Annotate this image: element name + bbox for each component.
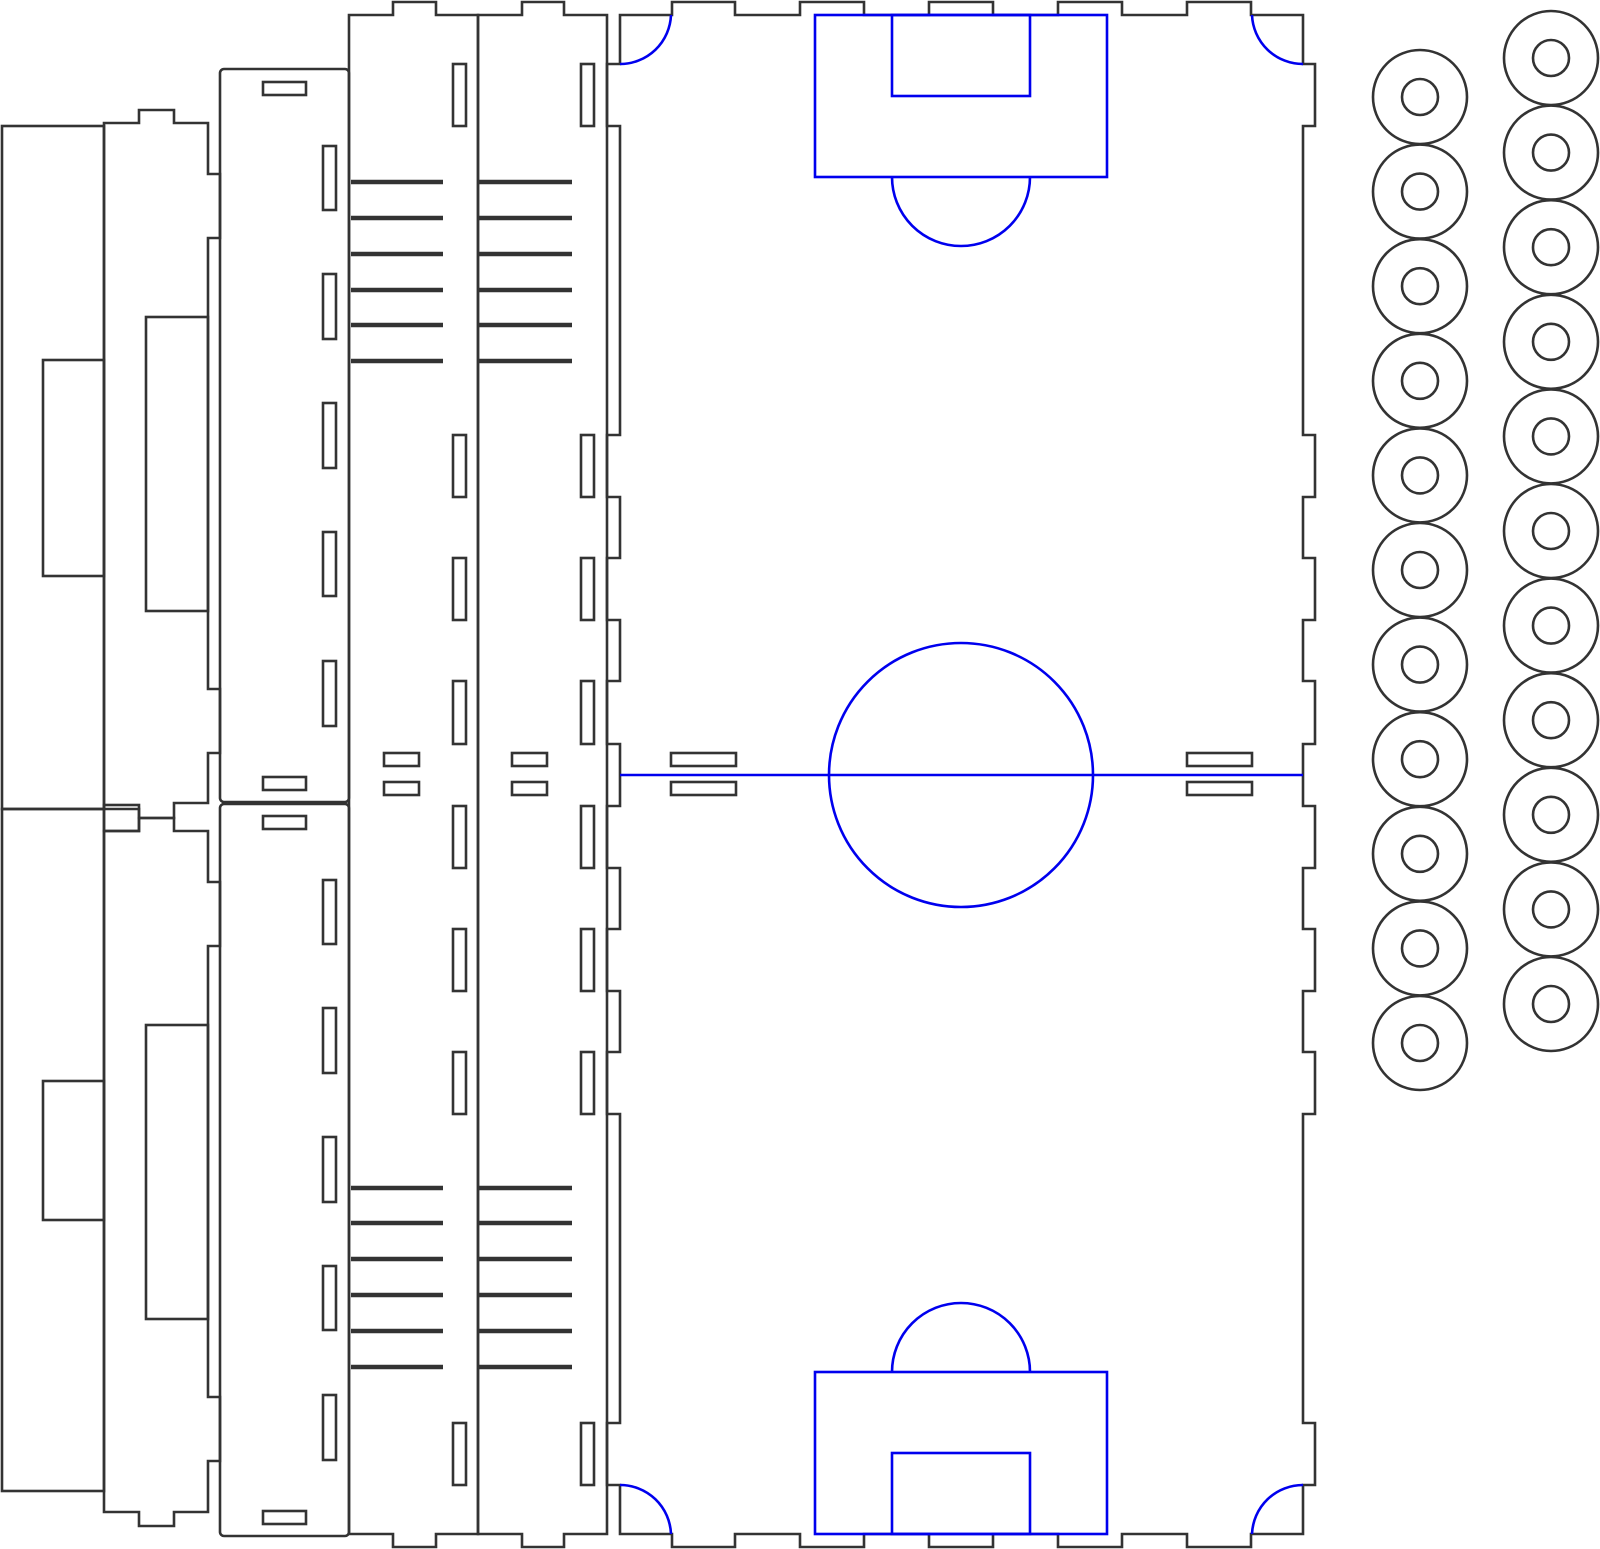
slotted-panel-lower	[218, 802, 351, 1538]
player-disc	[1371, 332, 1469, 430]
penalty-arc-bottom	[890, 1301, 1032, 1373]
field-slot	[1185, 751, 1254, 768]
side-wall-upper	[0, 124, 106, 811]
disc-outline	[1502, 104, 1600, 201]
player-disc	[1371, 237, 1469, 335]
disc-hole	[1400, 645, 1440, 684]
disc-outline	[1502, 861, 1600, 958]
disc-outline	[1371, 521, 1469, 619]
player-discs	[1371, 9, 1600, 1092]
player-disc	[1371, 427, 1469, 524]
disc-hole	[1531, 38, 1571, 78]
player-disc	[1502, 482, 1600, 580]
disc-outline	[1502, 9, 1600, 107]
disc-hole	[1400, 834, 1440, 874]
disc-outline	[1371, 994, 1469, 1092]
disc-outline	[1502, 293, 1600, 391]
disc-hole	[1531, 606, 1571, 645]
disc-hole	[1531, 133, 1571, 172]
disc-outline	[1371, 427, 1469, 524]
end-wall-joiner	[102, 803, 141, 833]
disc-outline	[1371, 237, 1469, 335]
penalty-arc-top	[890, 176, 1032, 248]
corner-arc	[619, 1483, 673, 1535]
disc-outline	[1371, 900, 1469, 997]
disc-outline	[1502, 955, 1600, 1053]
player-disc	[1502, 766, 1600, 864]
pitch-markings	[619, 13, 1304, 1536]
disc-hole	[1400, 77, 1440, 117]
disc-hole	[1400, 550, 1440, 590]
six-yard-box-top	[890, 13, 1032, 98]
player-disc	[1502, 198, 1600, 296]
disc-hole	[1400, 266, 1440, 306]
player-disc	[1371, 710, 1469, 808]
disc-hole	[1531, 700, 1571, 740]
disc-outline	[1502, 577, 1600, 674]
disc-hole	[1400, 1023, 1440, 1063]
rod-rail-right	[476, 0, 609, 1549]
disc-hole	[1400, 929, 1440, 968]
player-disc	[1502, 861, 1600, 958]
disc-outline	[1502, 388, 1600, 485]
field-slot	[1185, 780, 1254, 797]
disc-outline	[1371, 143, 1469, 240]
player-disc	[1502, 9, 1600, 107]
end-wall-upper	[102, 108, 222, 820]
disc-hole	[1531, 795, 1571, 835]
disc-hole	[1531, 322, 1571, 362]
end-wall-lower	[102, 816, 222, 1528]
disc-outline	[1502, 198, 1600, 296]
player-disc	[1371, 48, 1469, 146]
side-wall-lower	[0, 807, 106, 1493]
player-disc	[1371, 616, 1469, 713]
disc-outline	[1502, 671, 1600, 769]
slotted-panel-upper	[218, 67, 351, 804]
disc-hole	[1531, 511, 1571, 551]
disc-hole	[1400, 739, 1440, 779]
player-disc	[1371, 805, 1469, 903]
player-disc	[1371, 143, 1469, 240]
disc-outline	[1371, 616, 1469, 713]
player-disc	[1502, 104, 1600, 201]
disc-hole	[1400, 456, 1440, 495]
field-slot	[669, 751, 738, 768]
player-disc	[1502, 577, 1600, 674]
field-slot	[669, 780, 738, 797]
field-board	[605, 0, 1317, 1549]
disc-outline	[1371, 332, 1469, 430]
disc-outline	[1371, 710, 1469, 808]
player-disc	[1502, 388, 1600, 485]
disc-outline	[1371, 48, 1469, 146]
player-disc	[1502, 293, 1600, 391]
player-disc	[1502, 955, 1600, 1053]
disc-hole	[1531, 227, 1571, 267]
disc-hole	[1531, 417, 1571, 456]
disc-outline	[1502, 766, 1600, 864]
rod-rail-left	[347, 0, 480, 1549]
corner-arc	[1250, 14, 1304, 66]
player-disc	[1371, 521, 1469, 619]
disc-outline	[1371, 805, 1469, 903]
disc-outline	[1502, 482, 1600, 580]
player-disc	[1371, 900, 1469, 997]
corner-arc	[619, 14, 673, 66]
disc-hole	[1531, 984, 1571, 1024]
player-disc	[1371, 994, 1469, 1092]
disc-hole	[1400, 361, 1440, 401]
six-yard-box-bottom	[890, 1451, 1032, 1536]
disc-hole	[1400, 172, 1440, 211]
corner-arc	[1250, 1483, 1304, 1535]
player-disc	[1502, 671, 1600, 769]
disc-hole	[1531, 890, 1571, 929]
